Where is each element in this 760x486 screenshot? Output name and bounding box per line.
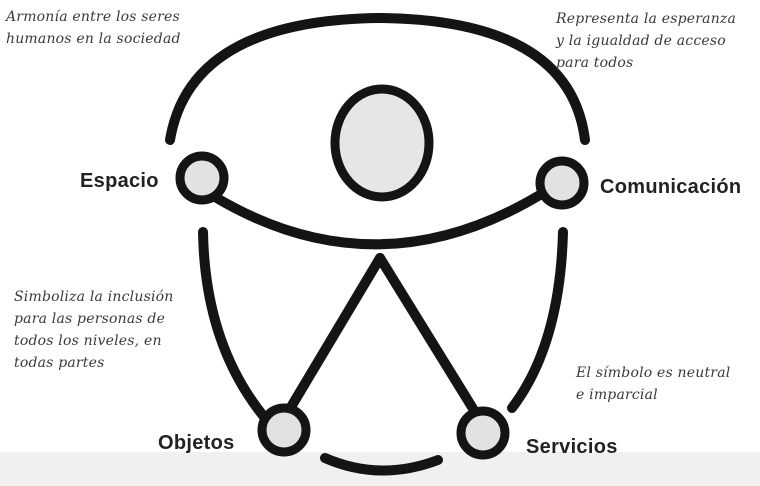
head-circle: [330, 84, 434, 202]
right-leg-line: [375, 253, 485, 425]
left-leg-line: [283, 253, 385, 417]
annotation-inclusion: Simboliza la inclusión para las personas…: [14, 289, 174, 371]
annotation-harmony: Armonía entre los seres humanos en la so…: [6, 9, 181, 47]
label-espacio: Espacio: [80, 170, 159, 192]
outer-arc-top: [165, 12, 590, 145]
node-comunicacion: [535, 156, 589, 210]
node-espacio: [175, 151, 229, 205]
node-servicios: [456, 406, 510, 460]
annotation-neutral: El símbolo es neutral e imparcial: [576, 365, 731, 403]
arms-line: [210, 185, 553, 250]
outer-arc-right: [507, 227, 568, 413]
label-servicios: Servicios: [526, 436, 618, 458]
label-objetos: Objetos: [158, 432, 235, 454]
label-comunicacion: Comunicación: [600, 176, 742, 198]
outer-arc-left: [198, 227, 270, 423]
node-objetos: [257, 403, 311, 457]
outer-arc-bottom: [320, 453, 443, 476]
annotation-hope-equality: Representa la esperanza y la igualdad de…: [556, 11, 737, 71]
